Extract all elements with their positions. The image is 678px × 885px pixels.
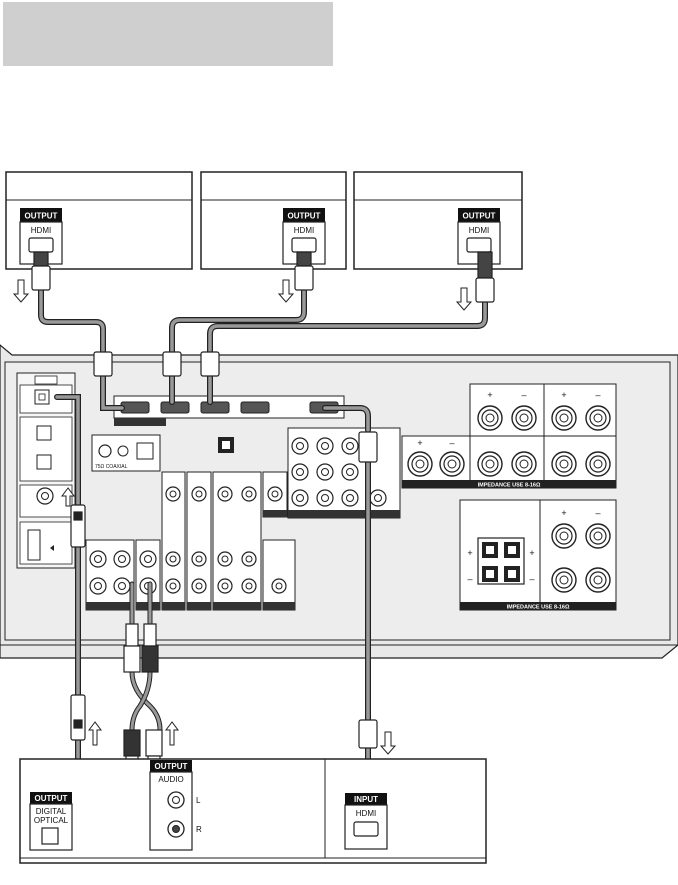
svg-text:–: –	[529, 574, 534, 584]
hdmi-input-jack-tv: INPUT HDMI	[344, 793, 388, 850]
speaker-terminals-lower: IMPEDANCE USE 8-16Ω + – + + – –	[459, 499, 617, 611]
hdmi-cable-2	[169, 287, 307, 405]
hdmi-plugs-tv-cable	[358, 431, 378, 749]
svg-text:+: +	[529, 548, 534, 558]
audio-output-jack: OUTPUT AUDIO L R	[149, 760, 202, 851]
hdmi-label: HDMI	[31, 226, 51, 235]
optical-label: OPTICAL	[34, 816, 69, 825]
digital-optical-output-jack: OUTPUT DIGITAL OPTICAL	[29, 792, 73, 851]
svg-text:–: –	[521, 390, 526, 400]
hdmi-label: HDMI	[356, 809, 376, 818]
hdmi-plugs-receiver	[93, 351, 220, 377]
arrow-up-optical	[61, 487, 75, 507]
rca-columns	[85, 471, 296, 611]
output-label: OUTPUT	[35, 794, 68, 803]
bottom-devices-frame	[19, 758, 487, 864]
rca-cluster-top	[287, 427, 401, 519]
svg-text:–: –	[449, 438, 454, 448]
output-label: OUTPUT	[288, 212, 321, 221]
hdmi-label: HDMI	[294, 226, 314, 235]
arrow-up-audio	[165, 721, 179, 746]
digital-label: DIGITAL	[36, 807, 67, 816]
svg-text:–: –	[595, 390, 600, 400]
output-label: OUTPUT	[25, 212, 58, 221]
section-header-tab	[3, 2, 333, 66]
svg-text:–: –	[595, 508, 600, 518]
right-channel-label: R	[196, 825, 202, 834]
svg-text:+: +	[561, 390, 566, 400]
svg-text:+: +	[467, 548, 472, 558]
hdmi-cable-3	[207, 297, 488, 405]
hdmi-plugs-source	[31, 251, 495, 303]
output-label: OUTPUT	[463, 212, 496, 221]
hdmi-cable-1	[38, 287, 125, 411]
impedance-label-lower: IMPEDANCE USE 8-16Ω	[507, 605, 570, 611]
arrow-down-tv	[379, 731, 397, 755]
input-label: INPUT	[354, 795, 378, 804]
svg-text:+: +	[561, 508, 566, 518]
signal-arrows-top	[12, 279, 473, 311]
antenna-module: 75Ω COAXIAL	[91, 434, 234, 472]
arrow-up-optical-low	[88, 721, 102, 746]
svg-text:+: +	[417, 438, 422, 448]
speaker-terminals-upper: IMPEDANCE USE 8-16Ω + – + – + –	[401, 383, 617, 489]
output-label: OUTPUT	[155, 762, 188, 771]
hdmi-label: HDMI	[469, 226, 489, 235]
left-channel-label: L	[196, 796, 201, 805]
svg-text:–: –	[467, 574, 472, 584]
svg-text:+: +	[487, 390, 492, 400]
coaxial-label: 75Ω COAXIAL	[95, 464, 128, 470]
audio-label: AUDIO	[158, 775, 183, 784]
optical-plugs	[70, 504, 86, 741]
left-input-module	[16, 372, 76, 569]
impedance-label-upper: IMPEDANCE USE 8-16Ω	[478, 483, 541, 489]
